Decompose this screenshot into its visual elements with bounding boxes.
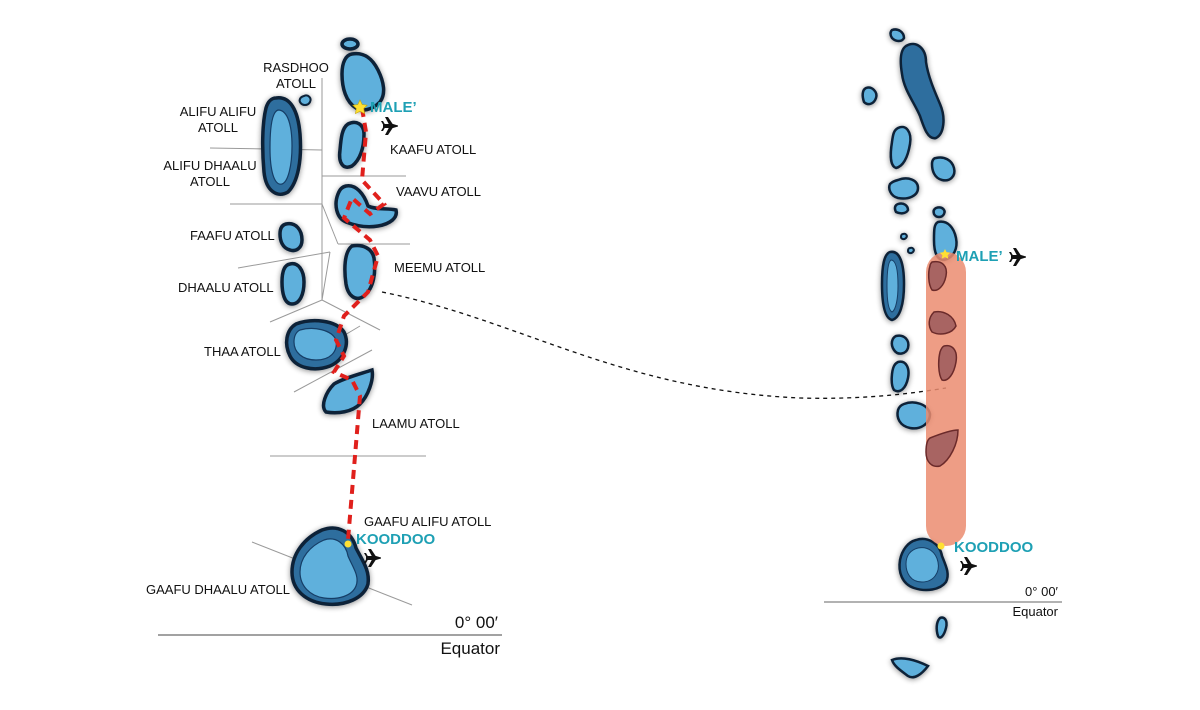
atoll-r-5 xyxy=(930,156,956,182)
route-highlight xyxy=(926,252,966,546)
atoll-r-9 xyxy=(899,232,908,241)
atoll-r-south-1 xyxy=(935,616,948,639)
dot-icon xyxy=(344,540,352,548)
left-map: RASDHOO ATOLL ALIFU ALIFU ATOLL ALIFU DH… xyxy=(146,37,502,658)
atoll-r-vaavu-h xyxy=(928,310,957,335)
label-meemu: MEEMU ATOLL xyxy=(394,260,485,275)
airplane-icon xyxy=(381,117,398,135)
atoll-kaafu-south xyxy=(337,120,366,169)
label-dhaalu: DHAALU ATOLL xyxy=(178,280,274,295)
star-icon xyxy=(352,99,368,115)
atoll-r-kaafu-h xyxy=(927,260,948,292)
label-alifu-dhaalu-2: ATOLL xyxy=(190,174,230,189)
label-vaavu: VAAVU ATOLL xyxy=(396,184,481,199)
atoll-r-4 xyxy=(889,125,912,170)
atoll-vaavu xyxy=(334,184,399,229)
label-gaafu-dhaalu: GAAFU DHAALU ATOLL xyxy=(146,582,290,597)
atoll-r-8 xyxy=(932,206,946,219)
atoll-kaafu-male xyxy=(340,51,386,112)
flight-route xyxy=(331,107,388,541)
label-rasdhoo-2: ATOLL xyxy=(276,76,316,91)
atoll-rasdhoo xyxy=(298,94,312,106)
dot-icon xyxy=(937,542,945,550)
atoll-r-gaafu-lagoon xyxy=(905,547,939,583)
equator-label: Equator xyxy=(440,639,500,658)
atoll-r-thaa xyxy=(896,401,932,430)
atoll-dhaalu xyxy=(280,261,306,306)
equator-label-right: Equator xyxy=(1012,604,1058,619)
airplane-icon xyxy=(960,557,977,575)
atoll-kaafu-north xyxy=(340,37,360,51)
label-gaafu-alifu: GAAFU ALIFU ATOLL xyxy=(364,514,491,529)
city-label-male: MALE’ xyxy=(370,99,417,116)
label-alifu-alifu-1: ALIFU ALIFU xyxy=(180,104,257,119)
atoll-r-dhaalu xyxy=(890,360,910,393)
label-alifu-dhaalu-1: ALIFU DHAALU xyxy=(163,158,256,173)
right-map: MALE’ KOODDOO 0° 00′ Equator xyxy=(824,28,1062,679)
label-alifu-alifu-2: ATOLL xyxy=(198,120,238,135)
highlighted-atolls xyxy=(925,260,959,468)
atoll-r-faafu xyxy=(890,334,910,355)
atoll-r-2 xyxy=(899,42,945,140)
atoll-r-10 xyxy=(906,246,915,255)
label-thaa: THAA ATOLL xyxy=(204,344,281,359)
label-rasdhoo-1: RASDHOO xyxy=(263,60,329,75)
atoll-thaa-lagoon xyxy=(293,327,337,361)
atoll-r-6 xyxy=(888,177,920,200)
label-faafu: FAAFU ATOLL xyxy=(190,228,275,243)
label-laamu: LAAMU ATOLL xyxy=(372,416,460,431)
atoll-r-1 xyxy=(889,28,906,43)
city-label-male-right: MALE’ xyxy=(956,248,1003,265)
city-label-kooddoo: KOODDOO xyxy=(356,531,436,548)
atoll-r-south-2 xyxy=(890,657,930,679)
atoll-gaafu-lagoon xyxy=(299,538,358,600)
airplane-icon xyxy=(1009,248,1026,266)
equator-degree-right: 0° 00′ xyxy=(1025,584,1059,599)
label-kaafu: KAAFU ATOLL xyxy=(390,142,476,157)
atoll-r-alifu-lagoon xyxy=(886,259,899,313)
atoll-r-7 xyxy=(893,202,910,215)
atoll-alifu-lagoon xyxy=(269,109,293,185)
equator-degree: 0° 00′ xyxy=(455,613,498,632)
airplane-icon xyxy=(364,549,381,567)
star-icon xyxy=(939,249,951,259)
atoll-r-meemu-h xyxy=(937,344,958,382)
city-label-kooddoo-right: KOODDOO xyxy=(954,539,1034,556)
right-atoll-shapes xyxy=(861,28,958,679)
atoll-r-laamu-h xyxy=(925,429,959,468)
zoom-connector xyxy=(381,291,947,399)
atoll-r-3 xyxy=(861,86,878,106)
atoll-shapes xyxy=(260,37,399,607)
atoll-faafu xyxy=(278,221,304,253)
